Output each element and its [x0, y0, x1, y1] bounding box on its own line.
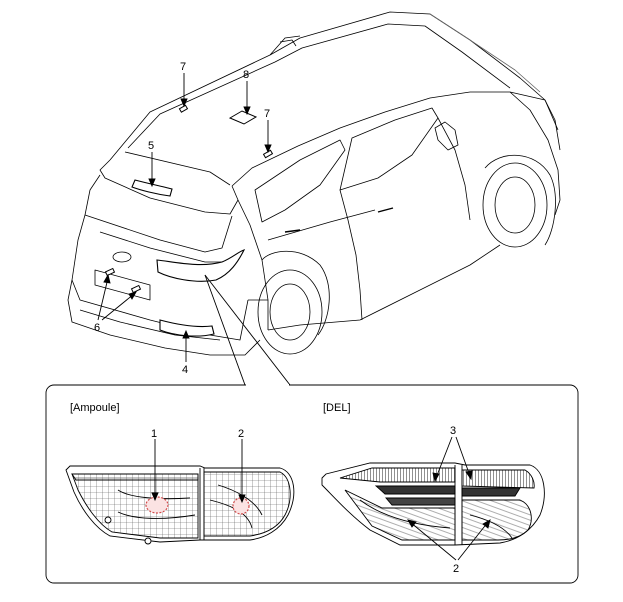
callout-2-led: 2	[453, 563, 459, 575]
bulb-lamp-assembly	[65, 465, 295, 545]
callout-4: 4	[182, 364, 188, 376]
roof-marker-left	[178, 104, 189, 113]
roof-lamp	[228, 110, 258, 125]
rear-reflector-on-vehicle	[159, 319, 215, 337]
callout-8: 8	[243, 69, 249, 81]
rear-lamp-on-vehicle	[156, 249, 246, 282]
callout-1: 1	[151, 428, 157, 440]
license-lamp-left	[104, 267, 116, 277]
panel-label-bulb: [Ampoule]	[70, 402, 120, 414]
vehicle-outline	[67, 11, 561, 356]
callout-7-right: 7	[264, 108, 270, 120]
roof-marker-right	[262, 149, 274, 159]
callout-leaders	[97, 73, 291, 386]
callout-6: 6	[94, 322, 100, 334]
callout-3: 3	[450, 425, 456, 437]
high-mount-stop-lamp	[131, 179, 173, 197]
callout-labels: 7 8 7 5 6 4	[94, 61, 270, 376]
callout-2-bulb: 2	[238, 428, 244, 440]
callout-7-left: 7	[180, 61, 186, 73]
bulb-socket-1	[145, 496, 169, 514]
bulb-callout-leaders	[151, 439, 246, 504]
led-callout-leaders	[407, 436, 491, 561]
callout-5: 5	[148, 140, 154, 152]
bulb-socket-2	[232, 497, 250, 515]
license-lamp-right	[130, 284, 142, 294]
panel-label-led: [DEL]	[323, 402, 351, 414]
